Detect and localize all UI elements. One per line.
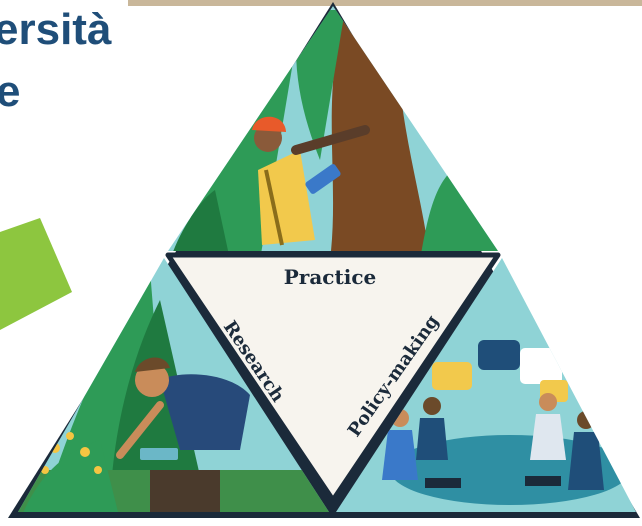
label-practice: Practice <box>284 265 376 289</box>
researcher-figure <box>116 357 250 512</box>
green-arrow-shape <box>0 218 72 330</box>
practice-panel <box>168 6 498 251</box>
research-panel <box>18 258 329 512</box>
center-triangle <box>165 252 501 503</box>
photo-strip <box>128 0 642 6</box>
forester-figure <box>252 116 370 246</box>
heading-line-1: ersità <box>0 5 112 54</box>
heading-line-2: e <box>0 67 21 116</box>
